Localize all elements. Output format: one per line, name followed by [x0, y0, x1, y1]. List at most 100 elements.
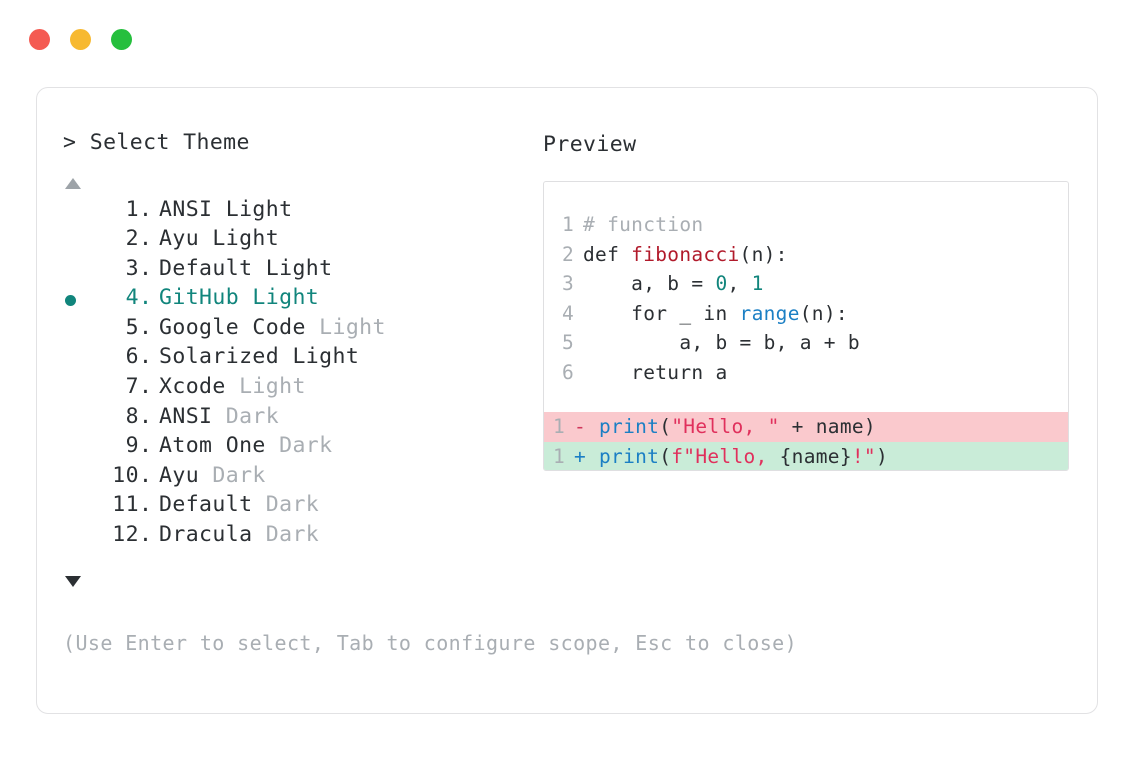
- triangle-up-icon[interactable]: [65, 178, 81, 189]
- diff-sign: +: [574, 444, 587, 468]
- code-token: a, b =: [583, 272, 716, 295]
- theme-variant: Dark: [265, 492, 320, 518]
- line-number: 1: [561, 213, 574, 236]
- selection-bullet-cell: [63, 492, 91, 522]
- code-token: ): [875, 444, 889, 468]
- theme-index: 12: [112, 522, 139, 548]
- theme-name: Dracula: [159, 522, 266, 548]
- code-line-text: a, b = b, a + b: [574, 328, 860, 358]
- code-token: print: [599, 415, 660, 438]
- selected-dot-icon: [65, 294, 76, 306]
- theme-index-dot: .: [139, 255, 153, 281]
- theme-list-item[interactable]: 8.ANSI Dark: [63, 404, 533, 434]
- code-token: (: [659, 444, 672, 468]
- code-token: {name}: [779, 444, 852, 468]
- theme-variant: Dark: [279, 433, 333, 459]
- theme-list-item[interactable]: 7.Xcode Light: [63, 374, 533, 404]
- theme-list-item[interactable]: 10.Ayu Dark: [63, 463, 533, 493]
- code-token: a, b = b, a + b: [583, 331, 860, 354]
- theme-index: 4: [125, 285, 139, 311]
- code-token: 0: [715, 272, 728, 295]
- code-token: return a: [583, 360, 728, 384]
- code-token: f"Hello,: [671, 444, 780, 468]
- code-line: 3 a, b = 0, 1: [544, 269, 1068, 299]
- theme-index-dot: .: [139, 285, 153, 311]
- theme-name: Default: [159, 492, 266, 518]
- selection-bullet-cell: [63, 463, 91, 493]
- theme-index: 9: [125, 433, 139, 459]
- code-gap-spacer: [544, 387, 1068, 412]
- theme-index-dot: .: [139, 344, 153, 370]
- code-token: print: [599, 444, 660, 468]
- minimize-button[interactable]: [70, 29, 91, 50]
- theme-name: Ayu: [159, 226, 213, 252]
- theme-index-dot: .: [139, 522, 153, 548]
- line-number: 2: [561, 242, 574, 266]
- maximize-button[interactable]: [111, 29, 132, 50]
- selection-bullet-cell: [63, 433, 91, 463]
- selection-bullet-cell: [63, 404, 91, 434]
- line-number: 3: [561, 272, 574, 295]
- code-token: ,: [727, 272, 752, 295]
- theme-variant: Light: [292, 344, 360, 370]
- triangle-down-icon[interactable]: [65, 576, 81, 588]
- theme-index: 8: [125, 403, 139, 429]
- code-line-text: def fibonacci(n):: [574, 240, 788, 270]
- code-token: # function: [583, 213, 704, 236]
- theme-name: Xcode: [159, 374, 240, 400]
- diff-line-plus: 1 + print(f"Hello, {name}!"): [544, 441, 1068, 470]
- theme-index: 11: [112, 492, 139, 518]
- scroll-down-row[interactable]: [63, 569, 533, 595]
- code-line-text: a, b = 0, 1: [574, 269, 764, 299]
- line-number: 4: [561, 301, 574, 325]
- theme-variant: Light: [239, 374, 306, 400]
- theme-name: Google Code: [159, 314, 320, 340]
- theme-index: 6: [125, 344, 139, 370]
- theme-index: 1: [125, 196, 139, 222]
- line-number: 1: [552, 444, 566, 468]
- code-token: !": [851, 444, 876, 468]
- code-line-text: return a: [574, 358, 727, 388]
- selection-bullet-cell: [63, 285, 91, 315]
- theme-list-item[interactable]: 9.Atom One Dark: [63, 433, 533, 463]
- selection-bullet-cell: [63, 197, 91, 227]
- theme-list-item[interactable]: 2.Ayu Light: [63, 226, 533, 256]
- theme-variant: Light: [265, 255, 333, 281]
- selection-bullet-cell: [63, 344, 91, 374]
- selection-bullet-cell: [63, 315, 91, 345]
- window-traffic-lights: [29, 29, 132, 50]
- theme-index-dot: .: [139, 226, 153, 252]
- close-button[interactable]: [29, 29, 50, 50]
- code-line: 1 # function: [544, 210, 1068, 240]
- theme-list-item[interactable]: 6.Solarized Light: [63, 344, 533, 374]
- theme-variant: Light: [225, 196, 293, 222]
- theme-list-item[interactable]: 12.Dracula Dark: [63, 522, 533, 552]
- theme-index: 7: [125, 374, 139, 400]
- theme-index-dot: .: [139, 403, 153, 429]
- theme-variant: Light: [252, 285, 320, 311]
- theme-index-dot: .: [139, 314, 153, 340]
- theme-list-item[interactable]: 1.ANSI Light: [63, 197, 533, 227]
- code-token: + name: [779, 415, 864, 438]
- code-token: ): [863, 415, 876, 438]
- prompt-caret-icon: >: [63, 130, 77, 155]
- theme-list-item[interactable]: 5.Google Code Light: [63, 315, 533, 345]
- theme-list-item[interactable]: 4.GitHub Light: [63, 285, 533, 315]
- theme-index: 2: [125, 226, 139, 252]
- theme-name: GitHub: [159, 285, 253, 311]
- code-line-text: for _ in range(n):: [574, 299, 848, 329]
- scroll-up-row[interactable]: [63, 171, 533, 197]
- code-token: "Hello, ": [671, 415, 780, 438]
- theme-variant: Dark: [265, 522, 320, 548]
- theme-variant: Light: [319, 314, 386, 340]
- theme-list-item[interactable]: 11.Default Dark: [63, 492, 533, 522]
- theme-list-item[interactable]: 3.Default Light: [63, 256, 533, 286]
- code-line: 6 return a: [544, 358, 1068, 388]
- line-number: 6: [561, 360, 574, 384]
- page-title: Select Theme: [89, 130, 250, 155]
- theme-variant: Light: [212, 226, 280, 252]
